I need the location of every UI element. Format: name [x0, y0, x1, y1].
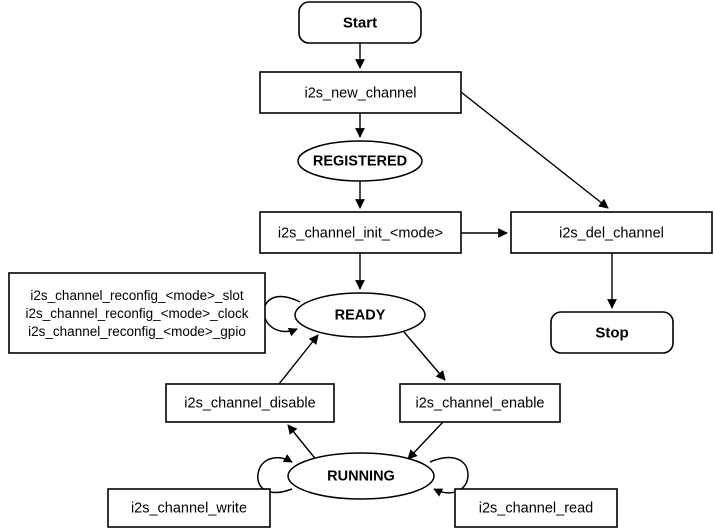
- node-i2s-channel-init[interactable]: i2s_channel_init_<mode>: [259, 211, 462, 254]
- node-i2s-channel-enable[interactable]: i2s_channel_enable: [399, 383, 561, 423]
- i2s-new-channel-label: i2s_new_channel: [304, 85, 416, 101]
- node-i2s-channel-reconfig[interactable]: i2s_channel_reconfig_<mode>_slot i2s_cha…: [8, 272, 266, 354]
- state-registered[interactable]: REGISTERED: [297, 140, 423, 182]
- registered-label: REGISTERED: [313, 153, 407, 169]
- reconfig-gpio-label: i2s_channel_reconfig_<mode>_gpio: [28, 324, 246, 339]
- edge-running-write-self-loop: [257, 454, 293, 494]
- edge-ready-to-channel-enable: [403, 331, 446, 381]
- edge-running-read-self-loop: [429, 456, 469, 497]
- reconfig-clock-label: i2s_channel_reconfig_<mode>_clock: [26, 306, 249, 321]
- reconfig-slot-label: i2s_channel_reconfig_<mode>_slot: [30, 288, 243, 303]
- node-i2s-channel-write[interactable]: i2s_channel_write: [107, 488, 271, 528]
- i2s-new-channel-box[interactable]: [259, 71, 462, 114]
- node-i2s-new-channel[interactable]: i2s_new_channel: [259, 71, 462, 114]
- i2s-channel-disable-box[interactable]: [165, 383, 335, 423]
- node-i2s-channel-disable[interactable]: i2s_channel_disable: [165, 383, 335, 423]
- i2s-channel-enable-label: i2s_channel_enable: [416, 395, 545, 411]
- running-label: RUNNING: [327, 468, 395, 484]
- i2s-del-channel-label: i2s_del_channel: [559, 225, 664, 241]
- edge-new-channel-to-del-channel: [460, 91, 609, 209]
- node-stop[interactable]: Stop: [550, 311, 674, 354]
- state-running[interactable]: RUNNING: [287, 452, 435, 500]
- i2s-channel-disable-label: i2s_channel_disable: [184, 395, 315, 411]
- i2s-channel-write-box[interactable]: [107, 488, 271, 528]
- running-ellipse[interactable]: [287, 452, 435, 500]
- edge-channel-enable-to-running: [407, 421, 444, 460]
- node-i2s-del-channel[interactable]: i2s_del_channel: [510, 211, 713, 254]
- stop-label: Stop: [595, 324, 628, 341]
- start-box[interactable]: [298, 1, 422, 44]
- state-ready[interactable]: READY: [294, 292, 426, 338]
- i2s-channel-reconfig-box[interactable]: [8, 272, 266, 354]
- i2s-del-channel-box[interactable]: [510, 211, 713, 254]
- node-start[interactable]: Start: [298, 1, 422, 44]
- stop-box[interactable]: [550, 311, 674, 354]
- i2s-channel-init-box[interactable]: [259, 211, 462, 254]
- start-label: Start: [343, 14, 377, 31]
- ready-ellipse[interactable]: [294, 292, 426, 338]
- node-i2s-channel-read[interactable]: i2s_channel_read: [454, 488, 618, 528]
- registered-ellipse[interactable]: [297, 140, 423, 182]
- ready-label: READY: [335, 307, 386, 323]
- edge-running-to-channel-disable: [287, 424, 319, 463]
- i2s-channel-enable-box[interactable]: [399, 383, 561, 423]
- i2s-channel-init-label: i2s_channel_init_<mode>: [278, 225, 443, 241]
- i2s-channel-read-label: i2s_channel_read: [479, 500, 593, 516]
- i2s-channel-read-box[interactable]: [454, 488, 618, 528]
- edge-channel-disable-to-ready: [278, 334, 319, 385]
- i2s-channel-write-label: i2s_channel_write: [131, 500, 247, 516]
